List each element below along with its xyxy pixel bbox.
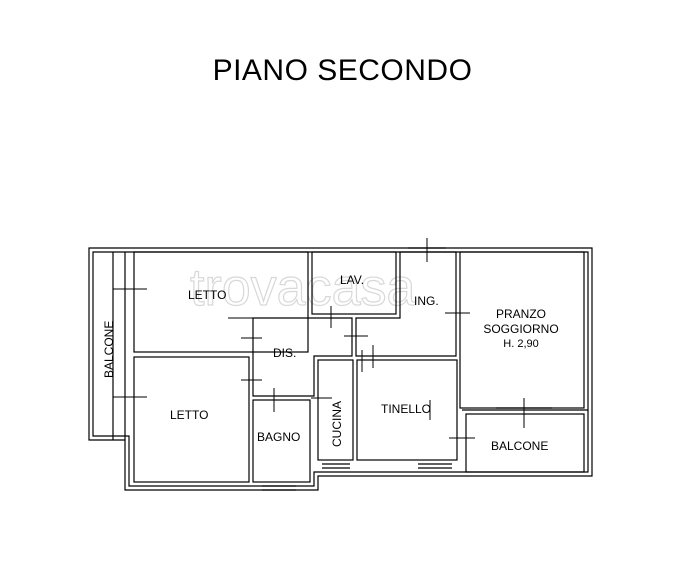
room-tinello-outline	[356, 359, 458, 461]
room-ing-outline	[355, 251, 457, 357]
label-letto-top: LETTO	[188, 288, 226, 302]
label-balcone-left: BALCONE	[102, 321, 116, 378]
outer-wall-inner	[92, 251, 589, 487]
label-ing: ING.	[414, 294, 439, 308]
room-letto-bottom-outline	[133, 356, 250, 483]
label-balcone-right: BALCONE	[491, 439, 548, 453]
label-soggiorno: SOGGIORNO	[483, 322, 558, 336]
label-tinello: TINELLO	[381, 402, 431, 416]
label-letto-bottom: LETTO	[170, 408, 208, 422]
label-height: H. 2,90	[503, 338, 538, 350]
plan-title: PIANO SECONDO	[212, 54, 473, 87]
room-dis-outline	[252, 317, 353, 397]
room-bagno-outline	[252, 399, 311, 483]
outer-wall-outline	[88, 247, 593, 491]
label-dis: DIS.	[273, 346, 296, 360]
room-cucina-outline	[317, 359, 354, 461]
label-cucina: CUCINA	[330, 401, 344, 447]
room-lav-outline	[311, 251, 397, 315]
room-balcone-right-outline	[465, 413, 585, 473]
label-bagno: BAGNO	[257, 430, 300, 444]
label-lav: LAV.	[340, 273, 364, 287]
watermark-logo: trovacasa	[190, 259, 416, 317]
room-letto-top-outline	[133, 251, 309, 353]
door-markers	[113, 238, 525, 439]
walls	[88, 247, 593, 491]
label-pranzo: PRANZO	[496, 307, 546, 321]
